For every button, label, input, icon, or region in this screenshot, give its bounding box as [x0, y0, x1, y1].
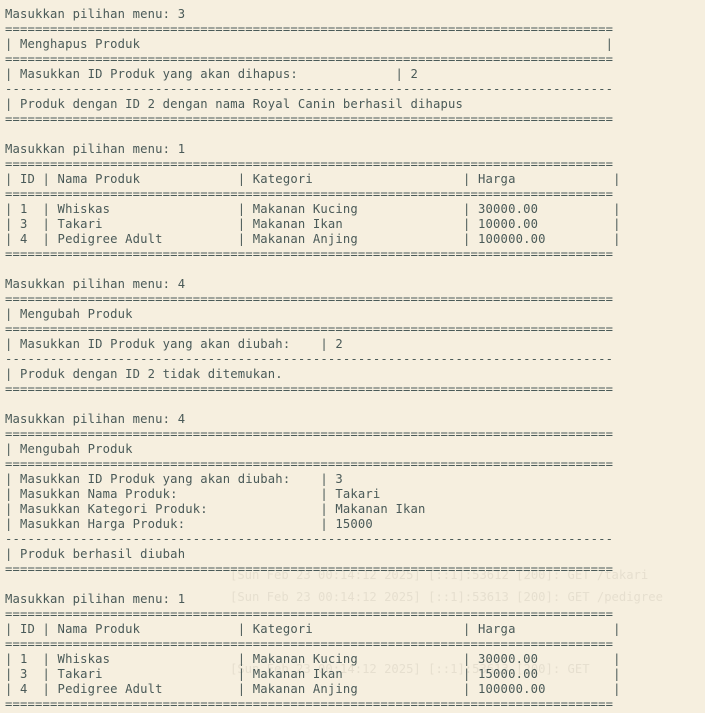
- terminal-line: | Masukkan ID Produk yang akan diubah: |…: [5, 337, 343, 351]
- terminal-line: ========================================…: [5, 187, 614, 201]
- terminal-line: | Masukkan Kategori Produk: | Makanan Ik…: [5, 502, 426, 516]
- terminal-line: ========================================…: [5, 292, 614, 306]
- terminal-line: | Masukkan Nama Produk: | Takari: [5, 487, 381, 501]
- terminal-line: ========================================…: [5, 607, 614, 621]
- terminal-line: | ID | Nama Produk | Kategori | Harga |: [5, 622, 621, 636]
- terminal-line: | Produk dengan ID 2 dengan nama Royal C…: [5, 97, 464, 111]
- terminal-line: | 1 | Whiskas | Makanan Kucing | 30000.0…: [5, 652, 621, 666]
- terminal-line: | 1 | Whiskas | Makanan Kucing | 30000.0…: [5, 202, 621, 216]
- terminal-line: ========================================…: [5, 637, 614, 651]
- terminal-line: ========================================…: [5, 247, 614, 261]
- terminal-line: ========================================…: [5, 562, 614, 576]
- terminal-line: ========================================…: [5, 22, 614, 36]
- terminal-line: | Produk berhasil diubah: [5, 547, 186, 561]
- terminal-line: ========================================…: [5, 697, 614, 711]
- terminal-line: | 4 | Pedigree Adult | Makanan Anjing | …: [5, 232, 621, 246]
- terminal-line: | Mengubah Produk: [5, 307, 133, 321]
- terminal-line: [5, 397, 621, 412]
- terminal-line: | Mengubah Produk: [5, 442, 133, 456]
- terminal-line: Masukkan pilihan menu: 4: [5, 412, 186, 426]
- terminal-line: Masukkan pilihan menu: 1: [5, 592, 186, 606]
- terminal-line: Masukkan pilihan menu: 1: [5, 142, 186, 156]
- terminal-line: | Masukkan ID Produk yang akan dihapus: …: [5, 67, 418, 81]
- terminal-line: | 3 | Takari | Makanan Ikan | 10000.00 |: [5, 217, 621, 231]
- terminal-line: | Masukkan Harga Produk: | 15000: [5, 517, 373, 531]
- terminal-line: Masukkan pilihan menu: 3: [5, 7, 186, 21]
- terminal-line: ========================================…: [5, 382, 614, 396]
- terminal-line: | Masukkan ID Produk yang akan diubah: |…: [5, 472, 343, 486]
- terminal-output: Masukkan pilihan menu: 3================…: [5, 7, 621, 712]
- terminal-line: [5, 127, 621, 142]
- terminal-line: | Menghapus Produk |: [5, 37, 614, 51]
- terminal-line: | 3 | Takari | Makanan Ikan | 15000.00 |: [5, 667, 621, 681]
- terminal-line: [5, 577, 621, 592]
- terminal-line: ----------------------------------------…: [5, 532, 614, 546]
- terminal-line: ========================================…: [5, 157, 614, 171]
- terminal-line: | 4 | Pedigree Adult | Makanan Anjing | …: [5, 682, 621, 696]
- terminal-line: ========================================…: [5, 322, 614, 336]
- terminal-line: ========================================…: [5, 52, 614, 66]
- terminal-line: Masukkan pilihan menu: 4: [5, 277, 186, 291]
- terminal-line: ----------------------------------------…: [5, 352, 614, 366]
- terminal-line: | ID | Nama Produk | Kategori | Harga |: [5, 172, 621, 186]
- terminal-line: [5, 262, 621, 277]
- terminal-line: ========================================…: [5, 427, 614, 441]
- terminal-line: ========================================…: [5, 457, 614, 471]
- terminal-line: ========================================…: [5, 112, 614, 126]
- terminal-line: | Produk dengan ID 2 tidak ditemukan.: [5, 367, 283, 381]
- terminal-line: ----------------------------------------…: [5, 82, 614, 96]
